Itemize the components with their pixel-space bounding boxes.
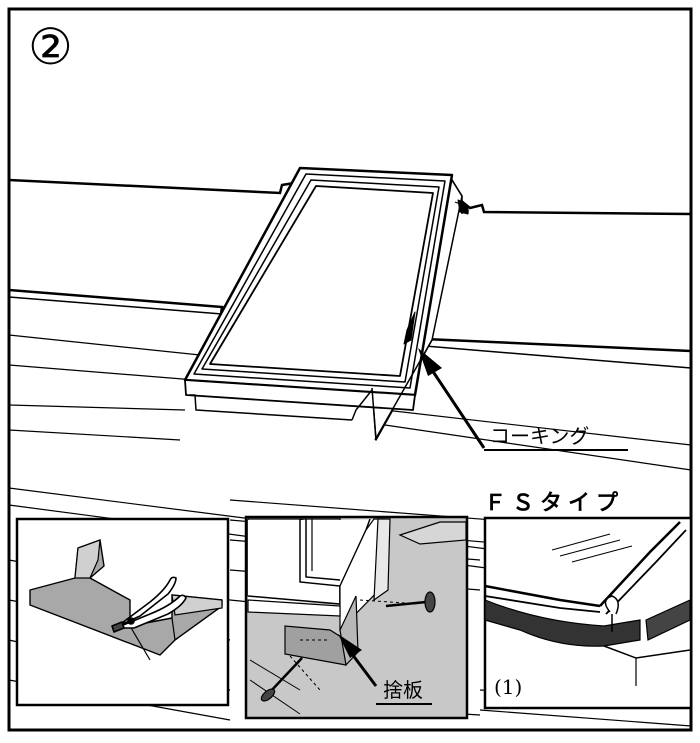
caulking-bead (457, 199, 469, 215)
inset-fs-type (483, 516, 693, 710)
arrow-icon (338, 634, 362, 658)
sutegita-label: 捨板 (383, 678, 423, 702)
caulking-label: コーキング (490, 424, 590, 448)
nail-icon (260, 657, 303, 702)
nail-icon (385, 591, 436, 613)
step-number: ② (28, 18, 73, 76)
arrow-icon (418, 348, 442, 376)
inset-sutegita (244, 515, 469, 720)
skylight (183, 166, 471, 441)
inset-flashing-cut (15, 517, 230, 707)
skylight-glass (209, 185, 434, 377)
caulking-arrow (418, 348, 628, 451)
tin-snips-icon (111, 576, 187, 633)
sutegita-plate (284, 625, 347, 666)
fs-type-label: ＦＳタイプ (484, 491, 625, 516)
detail-index-label: (1) (494, 675, 523, 699)
